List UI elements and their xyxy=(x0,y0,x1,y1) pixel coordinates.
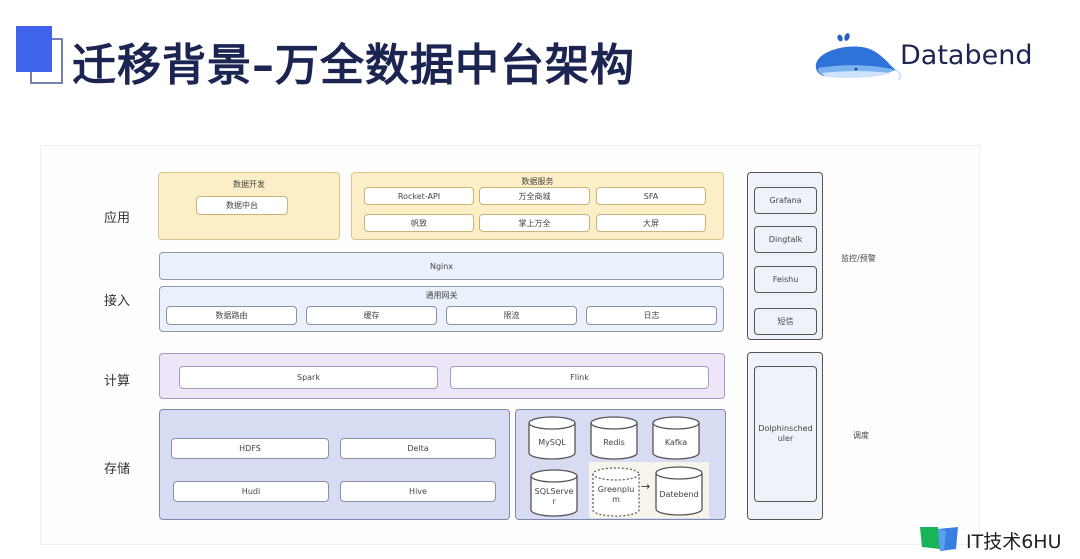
monitoring-label: 监控/预警 xyxy=(841,254,876,263)
storage-node-hudi[interactable]: Hudi xyxy=(173,481,329,502)
db-label-greenplum: Greenplu m xyxy=(597,485,635,504)
nginx-node[interactable]: Nginx xyxy=(159,252,724,280)
databend-logo-text: Databend xyxy=(900,40,1033,71)
dashed-cylinder-icon xyxy=(592,467,640,517)
monitor-node-grafana[interactable]: Grafana xyxy=(754,187,817,214)
db-label-databend: Datebend xyxy=(659,490,699,499)
monitor-node-dingtalk[interactable]: Dingtalk xyxy=(754,226,817,253)
storage-node-delta[interactable]: Delta xyxy=(340,438,496,459)
compute-node-flink[interactable]: Flink xyxy=(450,366,709,389)
service-node-mobile[interactable]: 掌上万全 xyxy=(479,214,590,232)
db-node-greenplum[interactable]: Greenplu m xyxy=(592,467,640,517)
service-node-rocket-api[interactable]: Rocket-API xyxy=(364,187,474,205)
cylinder-icon xyxy=(652,416,700,460)
service-node-mall[interactable]: 万全商城 xyxy=(479,187,590,205)
db-label-redis: Redis xyxy=(603,438,625,447)
layer-label-compute: 计算 xyxy=(104,374,131,389)
cylinder-icon xyxy=(655,466,703,516)
db-label-sqlserver: SQLServe r xyxy=(534,487,574,506)
data-lake-group xyxy=(159,409,510,520)
storage-node-hdfs[interactable]: HDFS xyxy=(171,438,329,459)
whale-icon xyxy=(812,30,912,85)
book-logo-icon xyxy=(918,523,962,553)
db-node-redis[interactable]: Redis xyxy=(590,416,638,460)
gateway-title: 通用网关 xyxy=(425,291,458,300)
scheduler-node-dolphinscheduler[interactable]: Dolphinsched uler xyxy=(754,366,817,502)
gateway-node-cache[interactable]: 缓存 xyxy=(306,306,437,325)
service-node-big-screen[interactable]: 大屏 xyxy=(596,214,706,232)
monitor-node-feishu[interactable]: Feishu xyxy=(754,266,817,293)
cylinder-icon xyxy=(530,469,578,517)
layer-label-storage: 存储 xyxy=(104,462,131,477)
layer-label-application: 应用 xyxy=(104,211,131,226)
db-node-kafka[interactable]: Kafka xyxy=(652,416,700,460)
cylinder-icon xyxy=(590,416,638,460)
scheduling-label: 调度 xyxy=(853,431,869,440)
title-decoration-square xyxy=(16,26,52,72)
gateway-node-routing[interactable]: 数据路由 xyxy=(166,306,297,325)
watermark-text: IT技术6HU xyxy=(966,531,1062,553)
data-platform-node[interactable]: 数据中台 xyxy=(196,196,288,215)
service-node-fanzhi[interactable]: 帆致 xyxy=(364,214,474,232)
db-label-kafka: Kafka xyxy=(664,438,688,447)
compute-node-spark[interactable]: Spark xyxy=(179,366,438,389)
db-node-sqlserver[interactable]: SQLServe r xyxy=(530,469,578,517)
db-node-mysql[interactable]: MySQL xyxy=(528,416,576,460)
monitor-node-sms[interactable]: 短信 xyxy=(754,308,817,335)
storage-node-hive[interactable]: Hive xyxy=(340,481,496,502)
page-title: 迁移背景–万全数据中台架构 xyxy=(72,40,635,91)
db-label-mysql: MySQL xyxy=(538,438,566,447)
service-node-sfa[interactable]: SFA xyxy=(596,187,706,205)
layer-label-access: 接入 xyxy=(104,294,131,309)
migration-arrow-icon: → xyxy=(641,480,651,493)
cylinder-icon xyxy=(528,416,576,460)
data-dev-title: 数据开发 xyxy=(233,180,265,189)
gateway-node-log[interactable]: 日志 xyxy=(586,306,717,325)
data-service-title: 数据服务 xyxy=(521,177,554,186)
gateway-node-rate-limit[interactable]: 限流 xyxy=(446,306,577,325)
db-node-databend[interactable]: Datebend xyxy=(655,466,703,516)
